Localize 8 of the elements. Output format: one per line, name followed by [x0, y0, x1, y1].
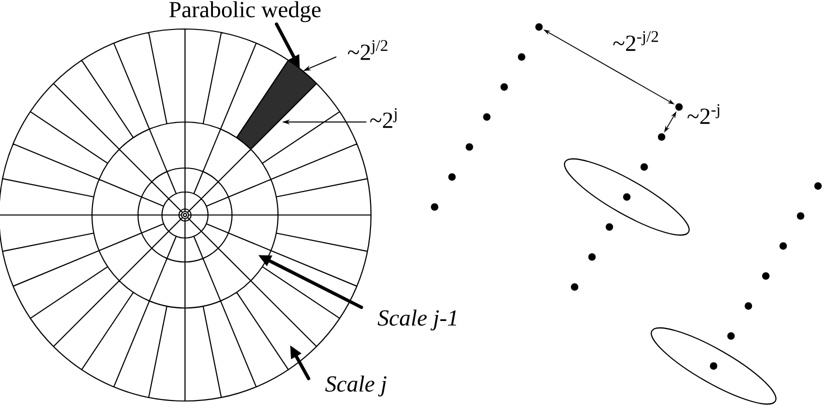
dimension-label: ~2$^{-j/2}$	[613, 31, 658, 51]
callout-label: Scale j-1	[378, 310, 456, 330]
dimension-label: ~2$^{j/2}$	[348, 40, 388, 60]
dimension-label: ~2$^{j}$	[370, 108, 397, 128]
callout-label: Scale j	[325, 376, 386, 396]
parabolic-wedge	[236, 60, 318, 150]
callout-label: Parabolic wedge	[169, 1, 321, 22]
dimension-label: ~2$^{-j}$	[688, 104, 720, 124]
